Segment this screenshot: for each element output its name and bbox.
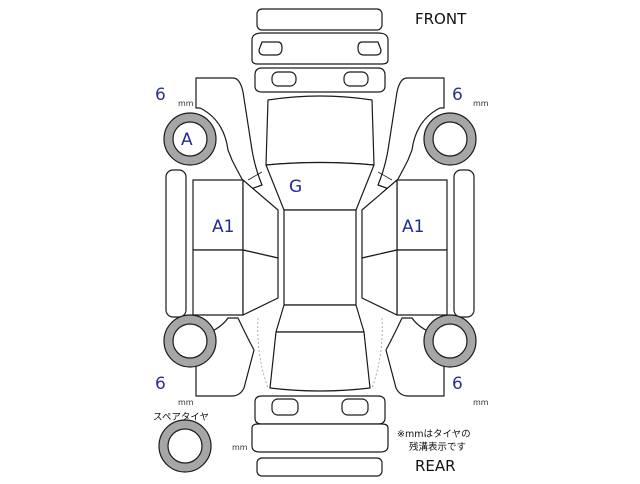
front-grille-panel	[254, 67, 386, 93]
front-fascia-panel	[251, 32, 389, 65]
tire-front-left	[163, 112, 217, 166]
tire-spare	[158, 419, 212, 473]
spare-tire-label: スペアタイヤ	[153, 412, 209, 423]
right-front-door-panel	[396, 179, 448, 251]
left-rear-door-panel	[192, 249, 244, 316]
front-bumper-panel	[256, 8, 383, 31]
right-side-damage-grade: A1	[402, 217, 424, 237]
side-mirror-guides	[247, 171, 393, 389]
tire-grade-front-left: A	[181, 130, 193, 150]
mm-unit-rear-left: mm	[178, 398, 194, 407]
hood-panel	[265, 95, 375, 166]
tire-front-right	[423, 112, 477, 166]
tire-depth-rear-right: 6	[452, 374, 463, 394]
tire-depth-rear-left: 6	[155, 374, 166, 394]
windshield-panel	[265, 161, 375, 211]
tire-rear-left	[163, 314, 217, 368]
left-door-glass	[242, 179, 279, 316]
left-front-door-panel	[192, 179, 244, 251]
rear-label: REAR	[415, 457, 456, 475]
right-rear-door-panel	[396, 249, 448, 316]
rear-bumper-upper-panel	[251, 423, 389, 453]
left-rocker-panel	[165, 169, 187, 318]
mm-unit-spare: mm	[232, 443, 248, 452]
rear-bumper-panel	[256, 457, 383, 477]
tire-depth-front-right: 6	[452, 85, 463, 105]
right-door-glass	[361, 179, 398, 316]
mm-unit-front-right: mm	[473, 99, 489, 108]
rear-glass-panel	[275, 304, 365, 333]
trunk-panel	[269, 331, 371, 392]
roof-panel	[283, 209, 357, 306]
right-rocker-panel	[453, 169, 475, 318]
front-label: FRONT	[415, 10, 467, 28]
mm-unit-rear-right: mm	[473, 398, 489, 407]
hood-damage-grade: G	[289, 177, 302, 197]
mm-note-line-1: ※mmはタイヤの	[397, 429, 471, 440]
mm-note-line-2: 残溝表示です	[409, 441, 466, 453]
tire-depth-front-left: 6	[155, 85, 166, 105]
tire-rear-right	[423, 314, 477, 368]
mm-unit-front-left: mm	[178, 99, 194, 108]
rear-fascia-panel	[254, 395, 386, 425]
left-side-damage-grade: A1	[212, 217, 234, 237]
